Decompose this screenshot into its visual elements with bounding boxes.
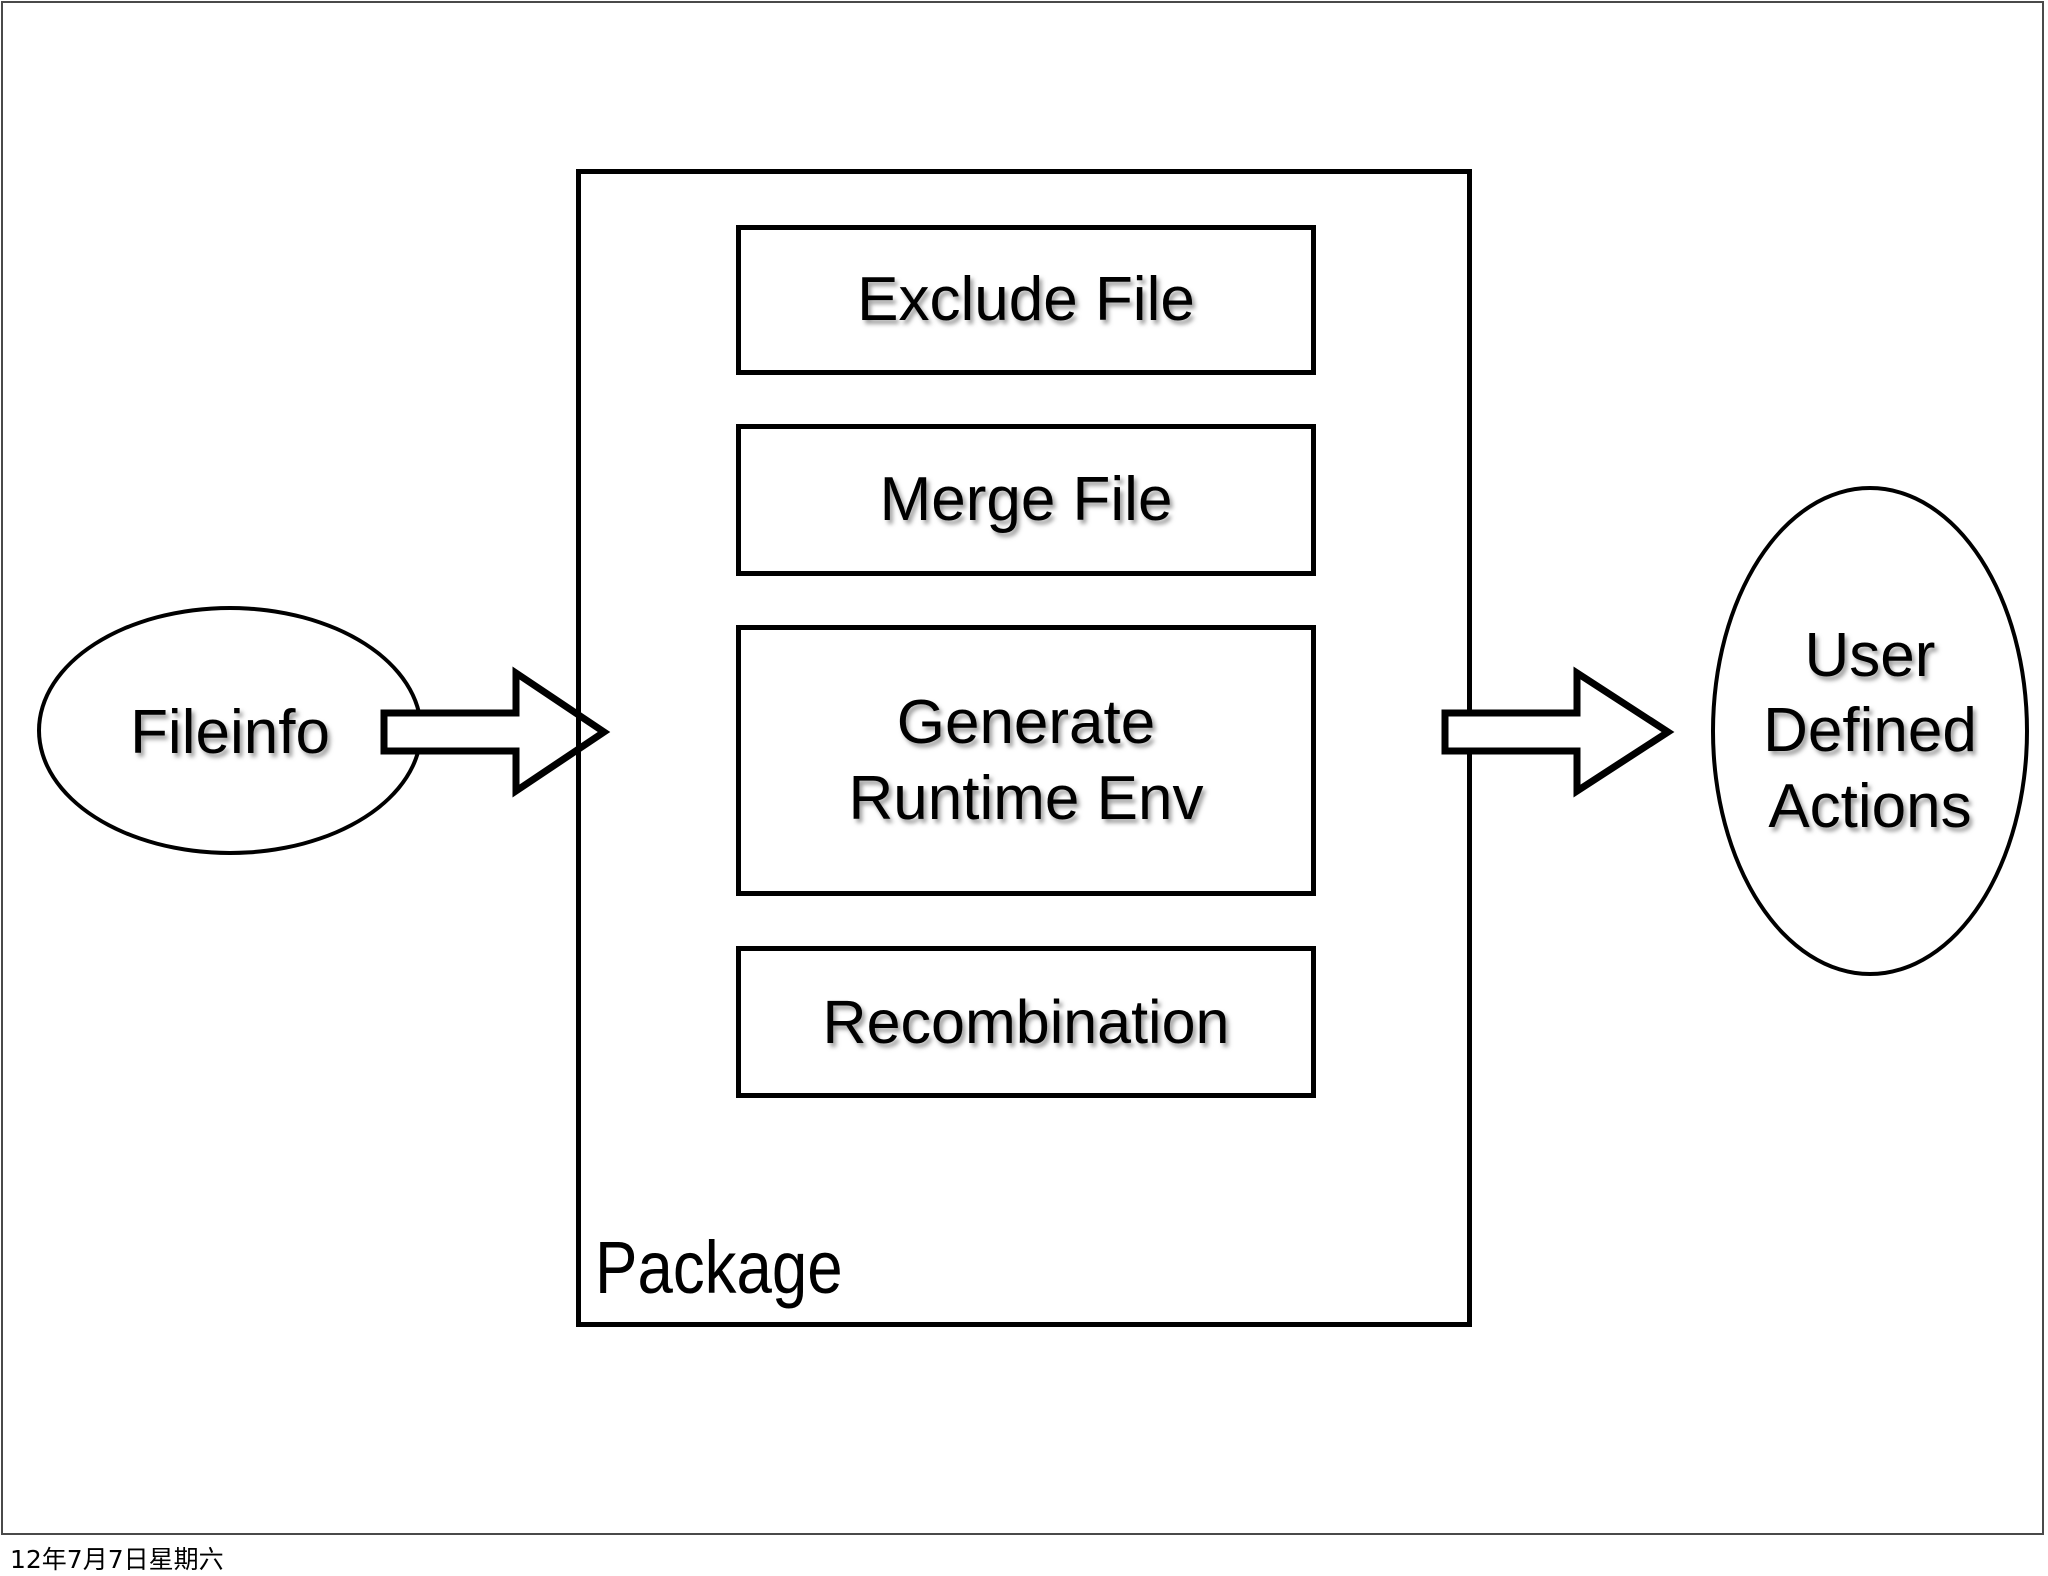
- step-exclude-file-label: Exclude File: [857, 265, 1195, 335]
- arrow-package-to-actions: [1439, 665, 1675, 799]
- step-merge-file-label: Merge File: [879, 465, 1173, 535]
- slide-frame: Fileinfo Package Exclude File Merge File…: [1, 1, 2044, 1535]
- node-fileinfo[interactable]: Fileinfo: [37, 606, 423, 855]
- step-merge-file[interactable]: Merge File: [736, 424, 1316, 576]
- node-fileinfo-label: Fileinfo: [130, 697, 330, 767]
- node-user-defined-actions[interactable]: User Defined Actions: [1711, 486, 2029, 976]
- block-arrow-shape: [380, 666, 611, 798]
- footer-date: 12年7月7日星期六: [10, 1545, 224, 1574]
- step-recombination[interactable]: Recombination: [736, 946, 1316, 1098]
- arrow-fileinfo-to-package: [378, 665, 611, 799]
- node-user-defined-actions-label: User Defined Actions: [1763, 620, 1977, 841]
- step-generate-runtime-env-label: Generate Runtime Env: [848, 687, 1204, 833]
- step-recombination-label: Recombination: [822, 987, 1230, 1056]
- step-exclude-file[interactable]: Exclude File: [736, 225, 1316, 375]
- block-arrow-shape: [1441, 666, 1675, 798]
- container-package-label: Package: [595, 1226, 843, 1309]
- step-generate-runtime-env[interactable]: Generate Runtime Env: [736, 625, 1316, 896]
